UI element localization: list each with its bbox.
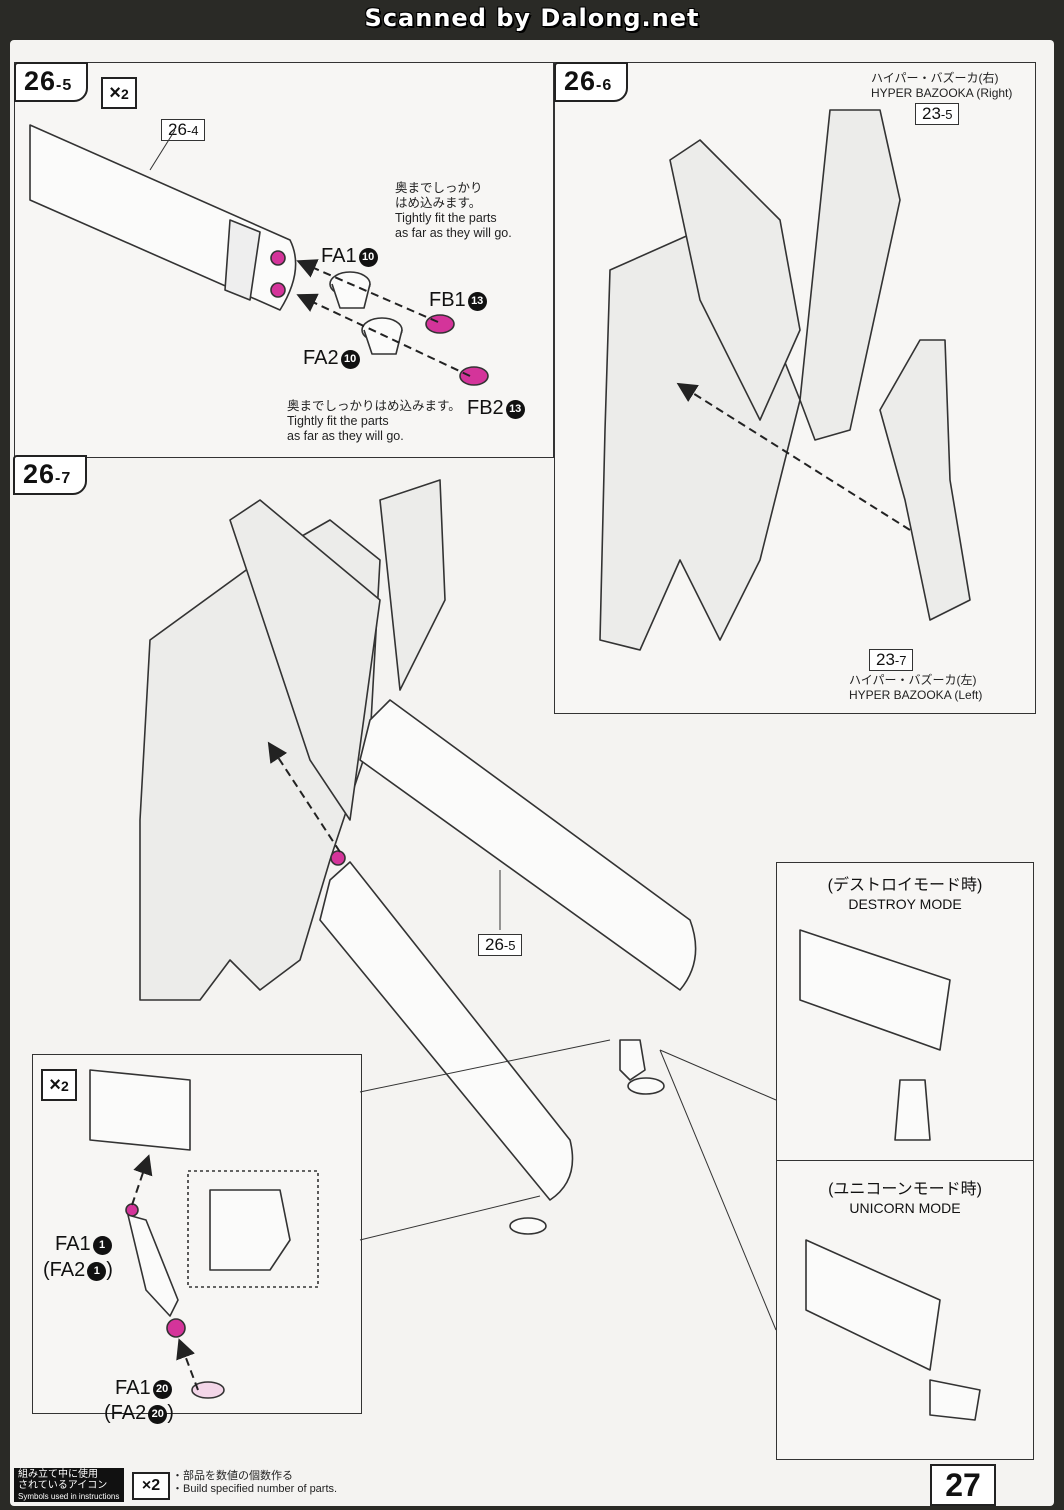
tube-26-5-upper (359, 699, 697, 991)
watermark: Scanned by Dalong.net (364, 4, 700, 32)
bazooka-left-label: ハイパー・バズーカ(左)HYPER BAZOOKA (Left) (849, 673, 983, 702)
footer-multiplier-icon: ×2 (132, 1472, 170, 1500)
robot-26-6 (599, 109, 971, 651)
step-label-26-7: 26-7 (13, 455, 88, 495)
step-label-26-5: 26-5 (14, 62, 89, 102)
destroy-mode-title-en: DESTROY MODE (848, 896, 962, 912)
step-label-26-6: 26-6 (554, 62, 629, 102)
destroy-mode-title-jp: (デストロイモード時) (827, 877, 983, 894)
footer-icon-legend: 組み立て中に使用 されているアイコン Symbols used in instr… (14, 1468, 124, 1502)
bazooka-right-label: ハイパー・バズーカ(右)HYPER BAZOOKA (Right) (871, 71, 1013, 100)
ref-23-7: 23-7 (869, 649, 914, 671)
ref-26-5-main: 26-5 (478, 934, 523, 956)
robot-26-7 (139, 479, 446, 1001)
unicorn-mode-title-en: UNICORN MODE (849, 1200, 961, 1216)
sub-multiplier-x2: ×2 (41, 1069, 77, 1101)
panel-step-26-5: 26-5 ×2 26-4 奥までしっかりはめ込みます。 Tightly fit … (14, 62, 554, 458)
tube-26-4 (29, 124, 297, 311)
unicorn-mode-title-jp: (ユニコーンモード時) (828, 1181, 982, 1198)
multiplier-x2: ×2 (101, 77, 137, 109)
page-number: 27 (930, 1464, 996, 1506)
tube-26-5-lower (319, 861, 574, 1201)
ref-23-5: 23-5 (915, 103, 960, 125)
footer-multiplier-desc: ・部品を数値の個数作る・Build specified number of pa… (172, 1470, 338, 1495)
